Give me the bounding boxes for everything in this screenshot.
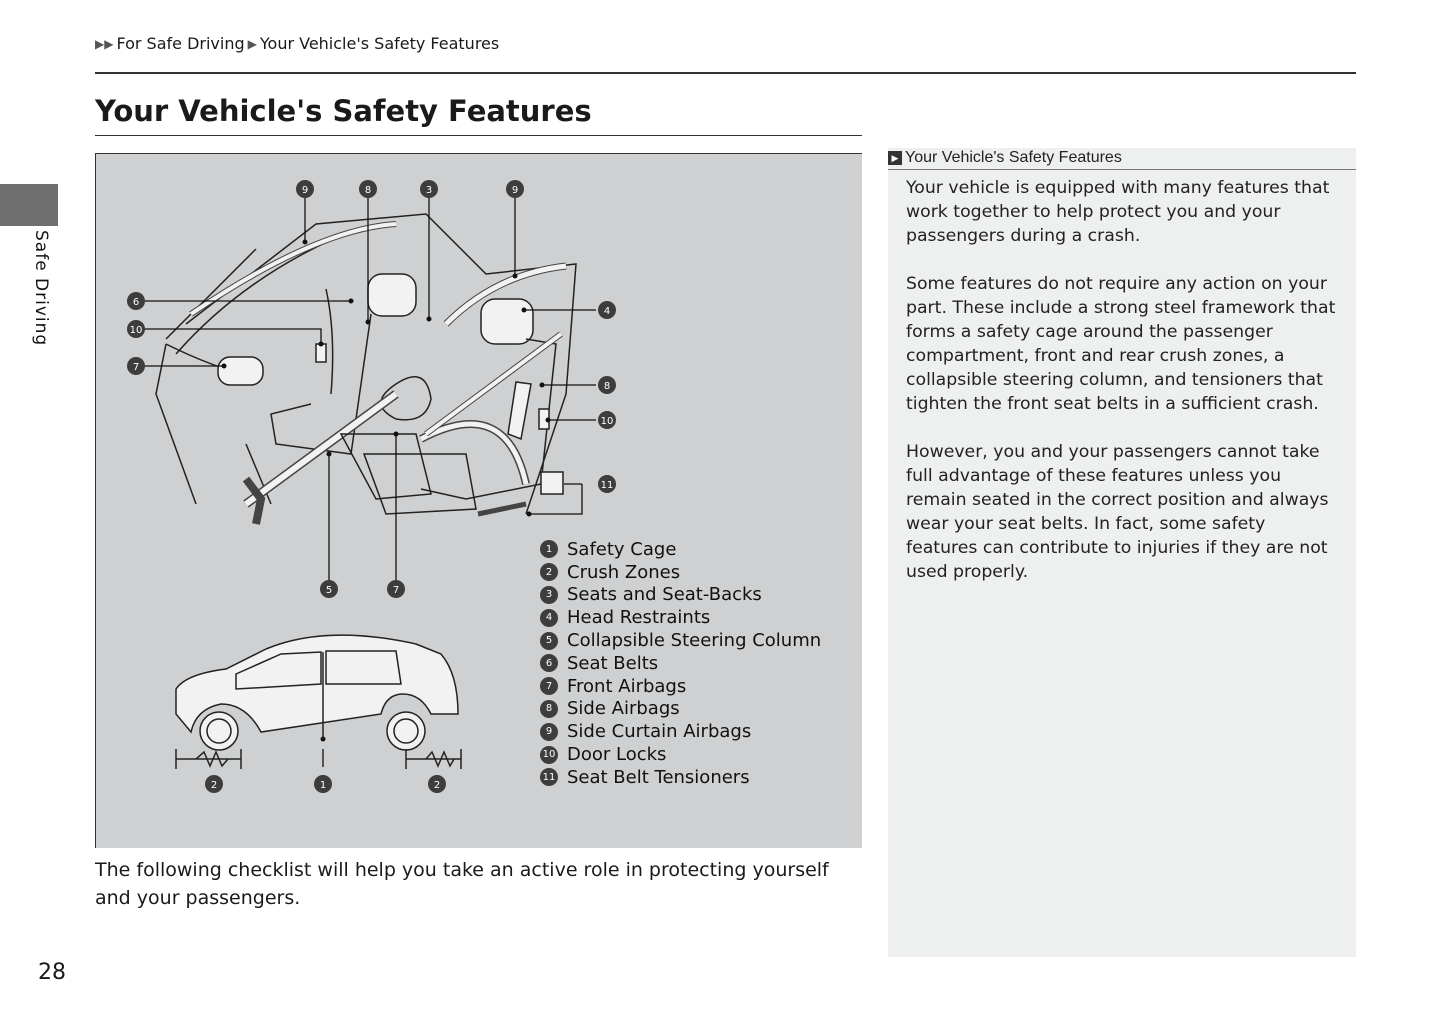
legend-label: Seat Belt Tensioners [567,766,750,788]
breadcrumb-level1[interactable]: For Safe Driving [116,34,245,53]
svg-text:8: 8 [604,381,610,392]
legend-item: 3 Seats and Seat-Backs [540,584,821,607]
legend-item: 8 Side Airbags [540,698,821,721]
legend-number: 6 [540,654,558,673]
arrow-right-icon: ▶ [247,36,257,51]
sidebar-paragraph: However, you and your passengers cannot … [906,442,1329,582]
svg-text:6: 6 [133,297,139,308]
callout-7-left: 7 [127,357,145,375]
legend-number: 9 [540,722,558,741]
legend-item: 1 Safety Cage [540,538,821,561]
callout-5: 5 [320,580,338,598]
callout-2-right: 2 [428,775,446,793]
page-title: Your Vehicle's Safety Features [95,94,592,128]
svg-text:7: 7 [393,585,399,596]
svg-text:1: 1 [320,780,326,791]
callout-2-left: 2 [205,775,223,793]
sidebar-paragraph: Your vehicle is equipped with many featu… [906,178,1330,246]
svg-text:10: 10 [601,416,614,427]
callout-11: 11 [598,475,616,493]
svg-text:11: 11 [601,480,614,491]
legend-number: 8 [540,699,558,718]
callout-1: 1 [314,775,332,793]
breadcrumb: ▶▶ For Safe Driving ▶ Your Vehicle's Saf… [95,34,499,53]
legend-label: Door Locks [567,744,667,766]
legend-item: 5 Collapsible Steering Column [540,629,821,652]
callout-8-top: 8 [359,180,377,198]
sidebar-title: Your Vehicle's Safety Features [905,149,1122,166]
legend-label: Crush Zones [567,561,681,583]
legend-item: 2 Crush Zones [540,561,821,584]
svg-text:5: 5 [326,585,332,596]
title-divider [95,135,862,136]
feature-legend: 1 Safety Cage 2 Crush Zones 3 Seats and Sea… [540,538,821,789]
legend-label: Seat Belts [567,652,659,674]
callout-6: 6 [127,292,145,310]
svg-text:3: 3 [426,185,432,196]
svg-text:4: 4 [604,306,610,317]
svg-text:9: 9 [302,185,308,196]
legend-label: Collapsible Steering Column [567,630,822,652]
callout-8-right: 8 [598,376,616,394]
sidebar-body: Your vehicle is equipped with many featu… [888,170,1356,584]
legend-item: 9 Side Curtain Airbags [540,720,821,743]
callout-markers: 9 8 3 9 6 10 7 4 8 10 11 5 7 2 1 2 [127,180,616,793]
legend-label: Front Airbags [567,675,687,697]
arrow-square-icon: ▶ [888,151,902,165]
sidebar-paragraph: Some features do not require any action … [906,274,1336,414]
breadcrumb-level2[interactable]: Your Vehicle's Safety Features [259,34,500,53]
legend-item: 10 Door Locks [540,743,821,766]
legend-number: 11 [540,768,558,787]
callout-9-left: 9 [296,180,314,198]
svg-text:10: 10 [130,325,143,336]
callout-7-bottom: 7 [387,580,405,598]
callout-4: 4 [598,301,616,319]
double-arrow-icon: ▶▶ [95,36,114,51]
legend-number: 7 [540,677,558,696]
legend-number: 10 [540,745,558,764]
callout-3: 3 [420,180,438,198]
checklist-intro: The following checklist will help you ta… [95,859,829,909]
legend-label: Seats and Seat-Backs [567,584,762,606]
section-tab [0,184,58,226]
legend-number: 4 [540,608,558,627]
safety-features-figure: 9 8 3 9 6 10 7 4 8 10 11 5 7 2 1 2 1 Safe… [95,153,862,848]
svg-text:2: 2 [211,780,217,791]
callout-10-right: 10 [598,411,616,429]
sidebar-note: ▶ Your Vehicle's Safety Features Your ve… [888,148,1356,957]
svg-text:7: 7 [133,362,139,373]
svg-text:9: 9 [512,185,518,196]
callout-10-left: 10 [127,320,145,338]
legend-label: Side Curtain Airbags [567,721,752,743]
vehicle-interior-illustration: 9 8 3 9 6 10 7 4 8 10 11 5 7 2 1 2 [127,180,616,793]
legend-item: 4 Head Restraints [540,606,821,629]
section-tab-label: Safe Driving [31,230,51,347]
legend-number: 5 [540,631,558,650]
callout-9-right: 9 [506,180,524,198]
header-divider [95,72,1356,74]
legend-item: 7 Front Airbags [540,675,821,698]
legend-number: 3 [540,585,558,604]
legend-label: Safety Cage [567,538,677,560]
svg-text:2: 2 [434,780,440,791]
legend-number: 1 [540,540,558,559]
legend-item: 6 Seat Belts [540,652,821,675]
legend-label: Head Restraints [567,607,711,629]
svg-text:8: 8 [365,185,371,196]
page-number: 28 [38,960,66,985]
legend-number: 2 [540,563,558,582]
sidebar-heading: ▶ Your Vehicle's Safety Features [888,148,1356,170]
legend-label: Side Airbags [567,698,680,720]
legend-item: 11 Seat Belt Tensioners [540,766,821,789]
